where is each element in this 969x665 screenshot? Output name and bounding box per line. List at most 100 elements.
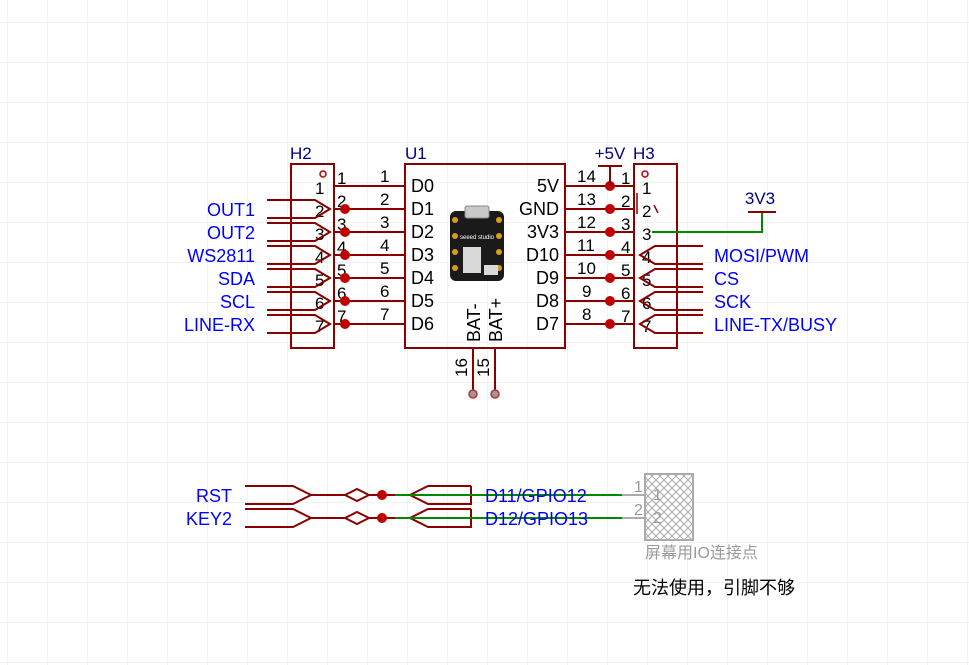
net-label: KEY2	[186, 509, 232, 529]
u1-component[interactable]: U1 1 2 3 4 5 6 7 D0 D1 D2 D3 D4 D5 D6	[363, 144, 610, 399]
u1-pin-num: 12	[577, 213, 596, 232]
power-3v3-label: 3V3	[745, 189, 775, 208]
power-5v-label: +5V	[595, 144, 626, 163]
u1-pin-name: D1	[411, 199, 434, 219]
h2-pin: 6	[315, 294, 324, 313]
h2-junctions	[340, 204, 350, 329]
u1-pin-name: D9	[536, 268, 559, 288]
u1-pin-num: 10	[577, 259, 596, 278]
u1-pin-name: D6	[411, 314, 434, 334]
h2-outer-pin: 3	[337, 215, 346, 234]
power-5v-symbol: +5V	[595, 144, 626, 186]
u1-pin-name: BAT+	[486, 298, 506, 342]
h3-outer-pin: 3	[621, 215, 630, 234]
u1-left-pins: 1 2 3 4 5 6 7 D0 D1 D2 D3 D4 D5 D6	[363, 167, 434, 334]
h3-pin: 1	[642, 179, 651, 198]
u1-pin-num: 3	[380, 213, 389, 232]
u1-pin-num: 15	[474, 358, 493, 377]
net-label: OUT2	[207, 223, 255, 243]
h2-outer-pin: 2	[337, 192, 346, 211]
u1-bottom-pins: 16 15 BAT- BAT+	[452, 298, 506, 399]
net-label: LINE-RX	[184, 315, 255, 335]
h3-junctions	[605, 181, 615, 329]
u1-pin-name: 5V	[537, 176, 559, 196]
net-label: MOSI/PWM	[714, 246, 809, 266]
h2-header[interactable]: H2 1 2 3 4 5 6 7 1 2 3 4 5 6 7	[267, 144, 363, 349]
h3-pin: 7	[642, 317, 651, 336]
u1-pin-num: 8	[582, 305, 591, 324]
h2-pin: 3	[315, 225, 324, 244]
net-label: RST	[196, 486, 232, 506]
h3-pin: 5	[642, 271, 651, 290]
net-label: SCK	[714, 292, 751, 312]
h3-outer-pin: 7	[621, 307, 630, 326]
h2-outer-pin: 6	[337, 284, 346, 303]
u1-pin-name: BAT-	[464, 303, 484, 342]
u1-pin-name: D0	[411, 176, 434, 196]
h3-pin: 2	[642, 202, 651, 221]
u1-pin-num: 5	[380, 259, 389, 278]
u1-pin-num: 4	[380, 236, 389, 255]
io-pad-pin: 2	[634, 502, 643, 519]
io-pad-inner: 1	[653, 487, 662, 504]
u1-pin-num: 16	[452, 358, 471, 377]
u1-pin-name: D7	[536, 314, 559, 334]
h3-outer-pin: 4	[621, 238, 630, 257]
io-pad-label: 屏幕用IO连接点	[645, 544, 758, 562]
h3-outer-pin: 1	[621, 169, 630, 188]
h2-outer-pin: 1	[337, 169, 346, 188]
u1-pin-num: 11	[577, 236, 595, 255]
h3-ref: H3	[633, 144, 655, 163]
net-label: D11/GPIO12	[485, 486, 587, 506]
u1-pin-name: D8	[536, 291, 559, 311]
h3-pin: 4	[642, 248, 651, 267]
h2-pin: 2	[315, 202, 324, 221]
h2-pin: 7	[315, 317, 324, 336]
io-pad-inner: 2	[653, 510, 662, 527]
u1-pin-num: 9	[582, 282, 591, 301]
net-label: WS2811	[187, 246, 255, 266]
h2-outer-pin: 5	[337, 261, 346, 280]
h2-ref: H2	[290, 144, 312, 163]
module-brand: seeed studio	[460, 235, 495, 241]
h3-pin: 6	[642, 294, 651, 313]
h2-outer-pin: 4	[337, 238, 346, 257]
u1-pin-num: 14	[577, 167, 596, 186]
u1-pin-name: D4	[411, 268, 434, 288]
h2-pin: 4	[315, 248, 324, 267]
io-pad-pin: 1	[634, 479, 643, 496]
u1-pin-num: 2	[380, 190, 389, 209]
net-label: CS	[714, 269, 739, 289]
net-label: LINE-TX/BUSY	[714, 315, 837, 335]
u1-pin-name: D5	[411, 291, 434, 311]
h2-pin: 5	[315, 271, 324, 290]
h3-outer-pin: 6	[621, 284, 630, 303]
u1-ref: U1	[405, 144, 427, 163]
power-3v3-symbol: 3V3	[652, 189, 776, 233]
h3-outer-pin: 2	[621, 192, 630, 211]
u1-pin-name: D3	[411, 245, 434, 265]
u1-pin-name: D10	[526, 245, 559, 265]
u1-pin-num: 1	[380, 167, 389, 186]
io-block[interactable]: 1 2 1 2 屏幕用IO连接点	[245, 473, 758, 562]
h3-pin: 3	[642, 225, 651, 244]
u1-pin-name: 3V3	[527, 222, 559, 242]
u1-pin-num: 13	[577, 190, 596, 209]
net-label: SDA	[218, 269, 255, 289]
u1-pin-num: 6	[380, 282, 389, 301]
h2-pin: 1	[315, 179, 324, 198]
h2-outer-pin: 7	[337, 307, 346, 326]
u1-pin-name: GND	[519, 199, 559, 219]
u1-pin-name: D2	[411, 222, 434, 242]
net-label: OUT1	[207, 200, 255, 220]
u1-pin-num: 7	[380, 305, 389, 324]
net-label: D12/GPIO13	[485, 509, 588, 529]
h3-outer-pin: 5	[621, 261, 630, 280]
io-pad	[644, 473, 694, 541]
h3-header[interactable]: H3 1 2 3 4 5 6 7 1 2 3 4 5 6 7	[605, 144, 703, 349]
io-note: 无法使用，引脚不够	[633, 578, 795, 599]
u1-right-pins: 14 13 12 11 10 9 8 5V GND 3V3 D10 D9 D8 …	[519, 167, 610, 334]
xiao-module-image: seeed studio	[450, 205, 504, 281]
